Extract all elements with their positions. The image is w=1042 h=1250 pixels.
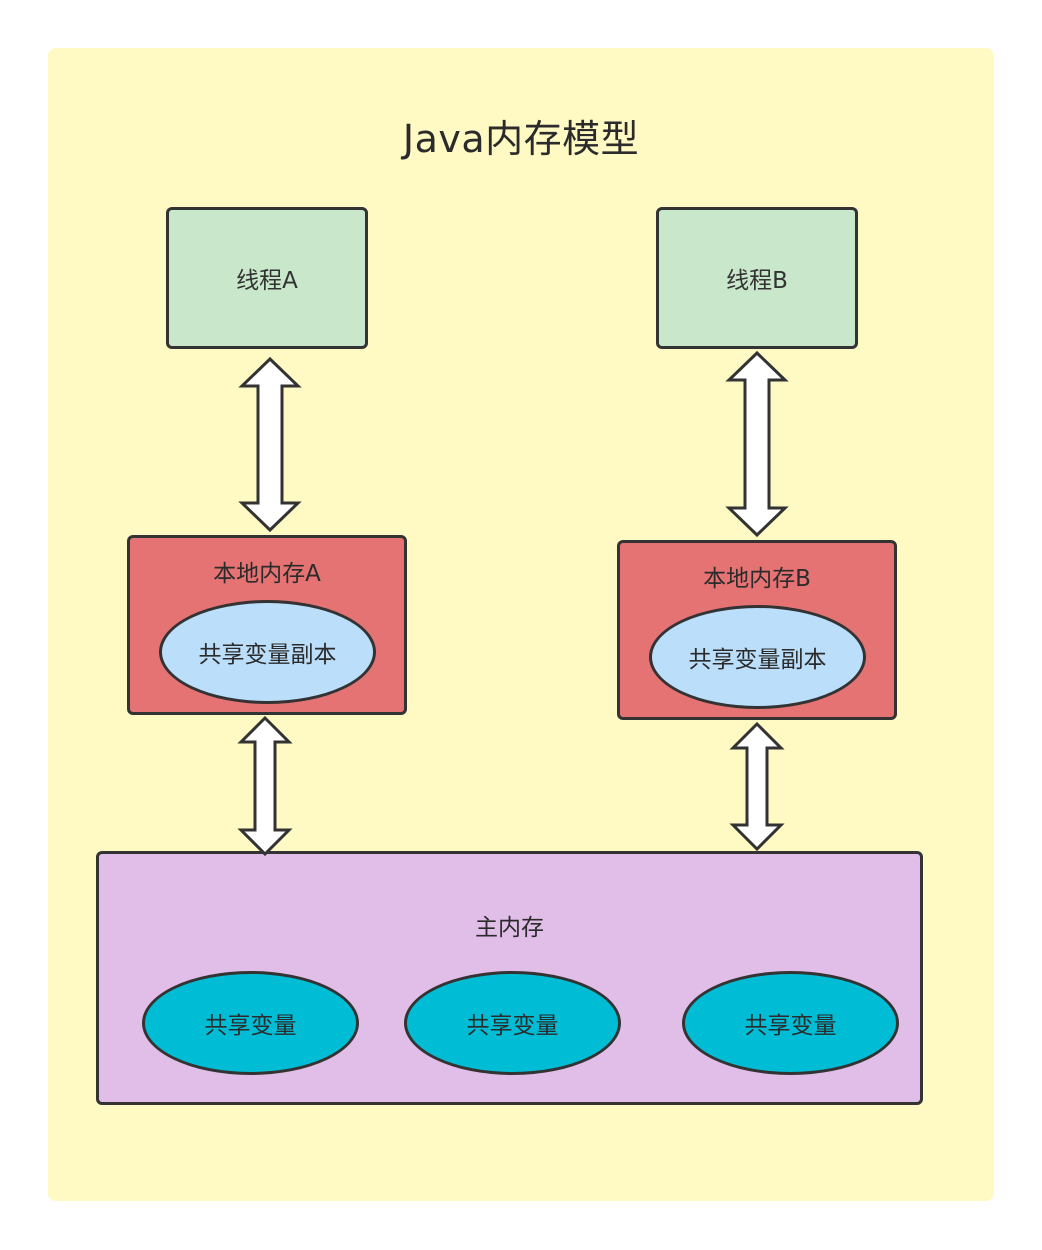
local-memory-b-copy-ellipse: 共享变量副本 (649, 605, 866, 709)
local-memory-b-box: 本地内存B 共享变量副本 (617, 540, 897, 720)
local-memory-a-copy-ellipse: 共享变量副本 (159, 600, 376, 704)
main-memory-label: 主内存 (475, 915, 544, 941)
local-memory-b-copy-label: 共享变量副本 (688, 647, 827, 673)
local-memory-a-label: 本地内存A (213, 561, 321, 587)
local-memory-a-box: 本地内存A 共享变量副本 (127, 535, 407, 715)
thread-b-box: 线程B (656, 207, 858, 349)
shared-variable-label-2: 共享变量 (466, 1013, 559, 1039)
main-memory-box: 主内存 共享变量 共享变量 共享变量 (96, 851, 923, 1105)
shared-variable-label-3: 共享变量 (744, 1013, 837, 1039)
local-memory-a-copy-label: 共享变量副本 (198, 642, 337, 668)
local-memory-b-label: 本地内存B (703, 566, 811, 592)
shared-variable-ellipse-1: 共享变量 (142, 971, 359, 1075)
thread-a-box: 线程A (166, 207, 368, 349)
shared-variable-ellipse-3: 共享变量 (682, 971, 899, 1075)
diagram-title: Java内存模型 (402, 117, 640, 161)
shared-variable-ellipse-2: 共享变量 (404, 971, 621, 1075)
thread-b-label: 线程B (726, 268, 788, 294)
thread-a-label: 线程A (236, 268, 298, 294)
shared-variable-label-1: 共享变量 (204, 1013, 297, 1039)
